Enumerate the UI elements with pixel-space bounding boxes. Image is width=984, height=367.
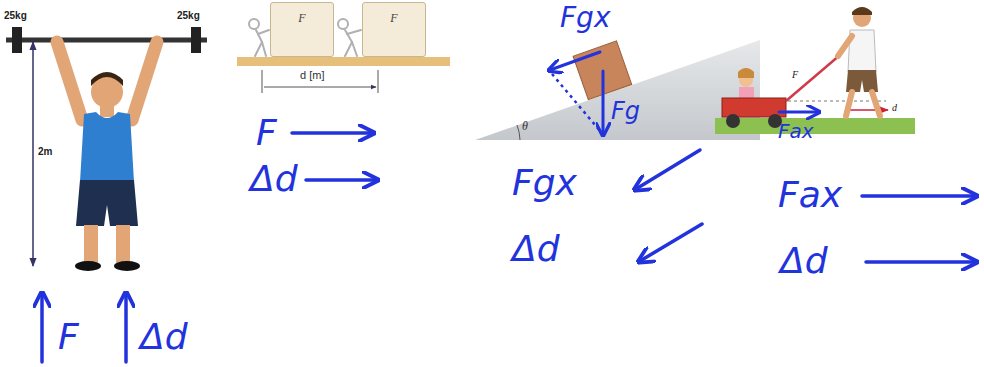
arm: [132, 42, 157, 120]
man-arm: [838, 36, 852, 56]
displacement-label: Δd: [140, 316, 187, 357]
weightlifter: [6, 27, 207, 362]
displacement-label: Δd: [780, 240, 827, 281]
leg: [116, 225, 130, 263]
leg: [84, 225, 98, 263]
shorts: [76, 180, 138, 226]
angle-arc: [517, 125, 520, 140]
force-component-label: Fax: [778, 174, 842, 215]
floor: [237, 57, 450, 66]
gravity-label: Fg: [611, 98, 640, 126]
mass-label: 25kg: [177, 10, 200, 22]
force-arrow: [636, 150, 700, 189]
displacement-arrow: [124, 294, 128, 362]
parallel-component-arrow: [550, 52, 600, 70]
wagon-scene: [715, 7, 975, 262]
man-hair: [852, 7, 872, 15]
force-label: F: [256, 112, 277, 153]
force-component-label: Fgx: [512, 162, 577, 203]
dimension-tick: [378, 70, 379, 93]
pusher-figure: [338, 19, 361, 56]
height-label: 2m: [38, 146, 52, 158]
weight-plate: [191, 27, 201, 53]
pushed-box: F: [270, 2, 334, 57]
force-label: F: [58, 316, 79, 357]
height-dimension: [32, 42, 34, 266]
force-label: F: [792, 69, 798, 81]
pushed-box: F: [362, 2, 426, 57]
distance-label: d [m]: [300, 69, 324, 82]
force-arrow: [40, 294, 44, 362]
dimension-tick: [262, 70, 263, 93]
shoe: [114, 261, 140, 271]
wheel: [726, 114, 740, 128]
displacement-arrow: [640, 224, 702, 261]
distance-dimension: [264, 87, 376, 88]
displacement-label: Δd: [512, 228, 559, 269]
gravity-arrow: [602, 71, 605, 134]
mass-label: 25kg: [4, 10, 27, 22]
force-component-label: Fax: [778, 120, 814, 143]
displacement-label: Δd: [250, 158, 297, 199]
displacement-arrow: [846, 109, 888, 111]
arm: [57, 42, 82, 120]
man-shorts: [846, 70, 878, 92]
angle-label: θ: [522, 120, 528, 134]
force-label: F: [271, 3, 333, 26]
man-leg: [846, 92, 852, 116]
grass: [715, 118, 915, 134]
distance-label: d: [892, 102, 897, 114]
hair: [91, 72, 123, 86]
force-component-label: Fgx: [560, 2, 610, 34]
force-arrow: [292, 131, 372, 135]
force-arrow: [862, 194, 975, 198]
displacement-arrow: [306, 178, 376, 182]
barbell-bar: [6, 38, 207, 43]
pusher-figure: [249, 19, 269, 56]
child-hair: [738, 68, 754, 78]
force-label: F: [363, 3, 425, 26]
man-leg: [872, 92, 880, 116]
weight-plate: [12, 27, 22, 53]
component-guide: [552, 74, 601, 132]
horizontal-component-arrow: [779, 111, 818, 114]
pull-rope: [786, 55, 840, 101]
horizontal-guide: [788, 101, 886, 102]
tank-top: [80, 112, 134, 182]
shoe: [75, 261, 101, 271]
incline-scene: [475, 40, 760, 261]
displacement-arrow: [866, 260, 975, 264]
